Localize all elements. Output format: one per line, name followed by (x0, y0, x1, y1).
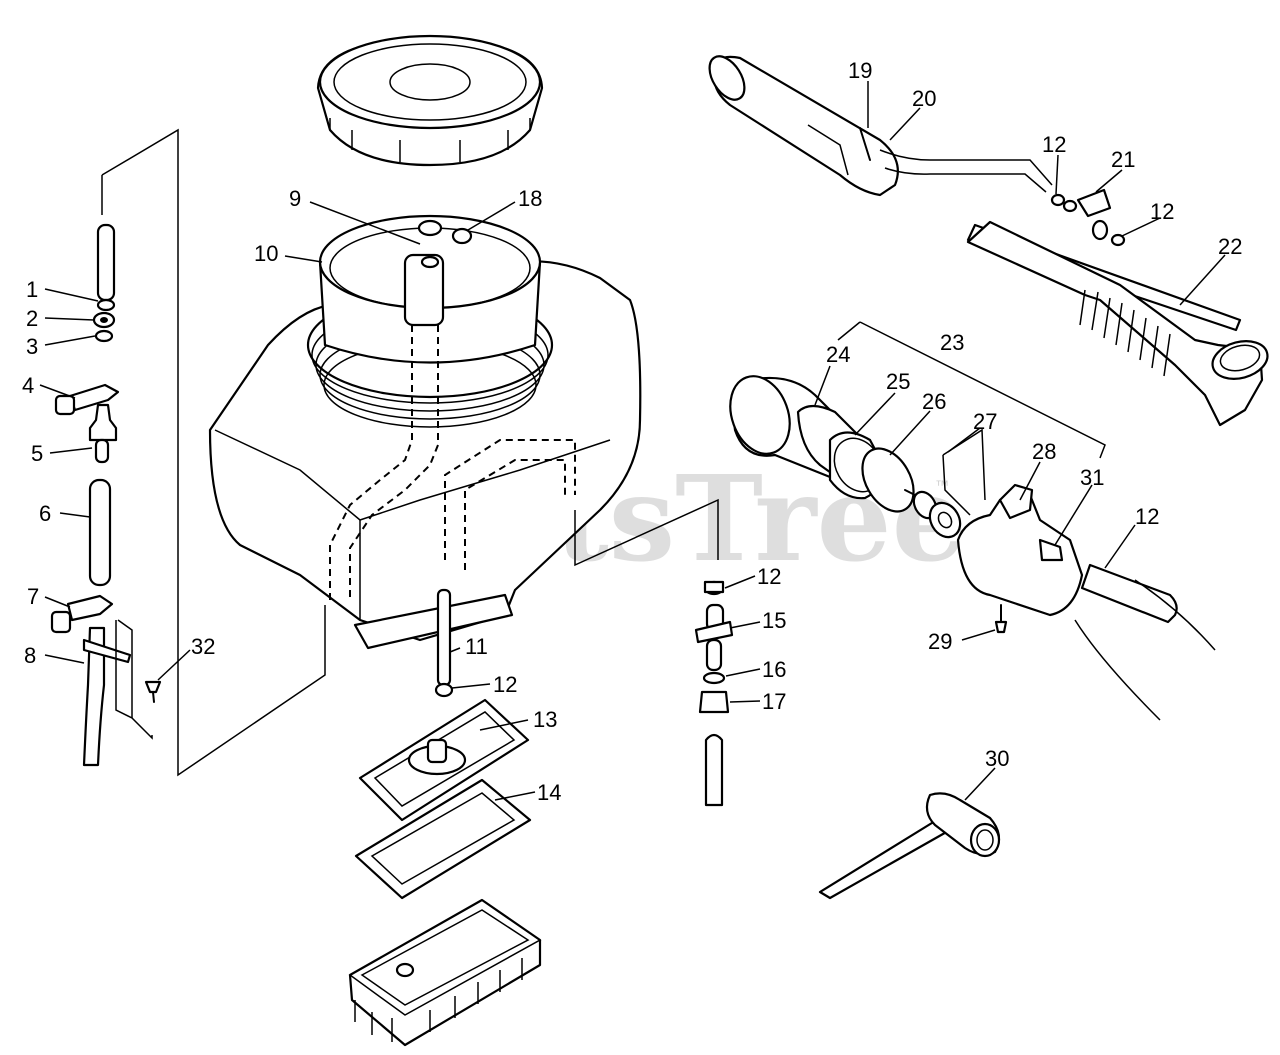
callout-25[interactable]: 25 (886, 369, 910, 394)
callout-28[interactable]: 28 (1032, 439, 1056, 464)
callout-18[interactable]: 18 (518, 186, 542, 211)
leader-lines (39, 81, 1226, 801)
callout-31[interactable]: 31 (1080, 465, 1104, 490)
callout-24[interactable]: 24 (826, 342, 850, 367)
callout-12-top-a[interactable]: 12 (1042, 132, 1066, 157)
callout-1[interactable]: 1 (26, 277, 38, 302)
callout-23[interactable]: 23 (940, 330, 964, 355)
callout-13[interactable]: 13 (533, 707, 557, 732)
tank-cap (316, 34, 544, 167)
callout-26[interactable]: 26 (922, 389, 946, 414)
callout-12-center[interactable]: 12 (757, 564, 781, 589)
callout-8[interactable]: 8 (24, 643, 36, 668)
callout-30[interactable]: 30 (985, 746, 1009, 771)
right-pump-assembly (729, 321, 1216, 721)
callout-27[interactable]: 27 (973, 409, 997, 434)
callout-2[interactable]: 2 (26, 306, 38, 331)
callout-32[interactable]: 32 (191, 634, 215, 659)
callout-20[interactable]: 20 (912, 86, 936, 111)
tank-base-parts (348, 698, 542, 1047)
callout-12-top-b[interactable]: 12 (1150, 199, 1174, 224)
callout-22[interactable]: 22 (1218, 234, 1242, 259)
callout-12-tank-tube[interactable]: 12 (493, 672, 517, 697)
callout-15[interactable]: 15 (762, 608, 786, 633)
callout-11[interactable]: 11 (465, 634, 488, 659)
watermark-trademark: ™ (935, 477, 949, 493)
spark-plug-wrench (818, 792, 1001, 900)
callout-5[interactable]: 5 (31, 441, 43, 466)
callout-3[interactable]: 3 (26, 334, 38, 359)
callout-29[interactable]: 29 (928, 629, 952, 654)
callout-19[interactable]: 19 (848, 58, 872, 83)
callout-21[interactable]: 21 (1111, 147, 1135, 172)
callout-7[interactable]: 7 (27, 584, 39, 609)
top-right-hose (708, 55, 1269, 427)
fuel-tank (208, 214, 642, 698)
callout-14[interactable]: 14 (537, 780, 561, 805)
callout-labels: 1 2 3 4 5 6 7 8 9 10 11 12 12 12 12 12 1… (22, 58, 1242, 805)
callout-10[interactable]: 10 (254, 241, 278, 266)
left-pickup-assembly (50, 128, 326, 777)
callout-12-right[interactable]: 12 (1135, 504, 1159, 529)
callout-17[interactable]: 17 (762, 689, 786, 714)
callout-4[interactable]: 4 (22, 373, 34, 398)
callout-16[interactable]: 16 (762, 657, 786, 682)
callout-6[interactable]: 6 (39, 501, 51, 526)
center-fittings (574, 498, 734, 807)
callout-9[interactable]: 9 (289, 186, 301, 211)
